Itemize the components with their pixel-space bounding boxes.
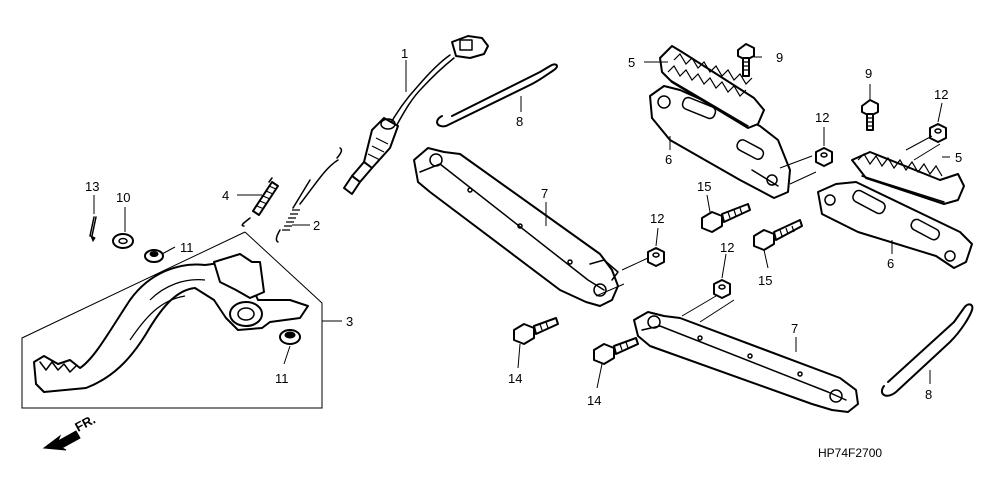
footpeg-rod-upper xyxy=(436,63,558,128)
callout-11-upper: 11 xyxy=(180,240,194,255)
footpeg-upper xyxy=(659,45,765,129)
callout-3: 3 xyxy=(346,314,353,329)
bolt-9-upper xyxy=(737,43,755,77)
callout-15-a: 15 xyxy=(697,179,711,194)
pivot-arm-center xyxy=(413,147,619,307)
callout-14-a: 14 xyxy=(508,371,522,386)
callout-5-right: 5 xyxy=(955,150,962,165)
callout-2: 2 xyxy=(313,218,320,233)
callout-9-upper: 9 xyxy=(776,50,783,65)
front-direction-indicator: FR. xyxy=(42,412,98,451)
pedal-assembly-bracket xyxy=(21,231,323,409)
brake-switch-spring xyxy=(275,147,343,243)
bolt-9-right xyxy=(861,99,879,131)
callout-15-b: 15 xyxy=(758,273,772,288)
callout-6-upper: 6 xyxy=(665,152,672,167)
pedal-washer xyxy=(112,233,134,249)
pivot-arm-lower xyxy=(633,311,859,413)
pedal-switch-plate xyxy=(213,253,265,299)
callout-12-d: 12 xyxy=(720,240,734,255)
footpeg-bracket-right xyxy=(817,181,973,269)
front-arrow-icon xyxy=(42,430,81,451)
leader-lines xyxy=(93,56,950,389)
callout-14-b: 14 xyxy=(587,393,601,408)
stop-switch-group xyxy=(343,35,489,195)
callout-5-upper: 5 xyxy=(628,55,635,70)
callout-8-lower: 8 xyxy=(925,387,932,402)
nut-12-d xyxy=(713,279,731,299)
footpeg-bracket-upper xyxy=(649,85,791,199)
stop-switch-wire xyxy=(387,54,451,129)
stop-switch-connector xyxy=(451,35,489,59)
callout-6-right: 6 xyxy=(887,256,894,271)
footpeg-rod-lower xyxy=(880,303,974,397)
spring-group xyxy=(241,147,343,243)
bolt-15-b xyxy=(753,219,803,251)
bolt-14-b xyxy=(593,337,639,365)
footpeg-right xyxy=(851,151,965,205)
nut-12-c xyxy=(647,247,665,267)
diagram-code: HP74F2700 xyxy=(818,446,882,460)
brake-spring-small xyxy=(241,177,273,227)
pedal-pivot-boss xyxy=(229,301,263,327)
callout-1: 1 xyxy=(401,46,408,61)
nut-12-b xyxy=(929,123,947,143)
callout-7-lower: 7 xyxy=(791,321,798,336)
callout-10: 10 xyxy=(116,190,130,205)
callout-13: 13 xyxy=(85,179,99,194)
cotter-pin xyxy=(89,216,97,237)
bolt-14-a xyxy=(513,317,559,345)
callout-12-c: 12 xyxy=(650,211,664,226)
callout-9-right: 9 xyxy=(865,66,872,81)
brake-pedal xyxy=(33,261,309,393)
callout-4: 4 xyxy=(222,188,229,203)
callout-labels: 1 2 3 4 5 5 6 6 7 7 8 8 9 9 10 11 11 12 … xyxy=(85,46,962,408)
callout-7-center: 7 xyxy=(541,186,548,201)
callout-12-a: 12 xyxy=(815,110,829,125)
bolt-15-a xyxy=(701,203,751,233)
callout-11-lower: 11 xyxy=(275,371,289,386)
callout-8-upper: 8 xyxy=(516,114,523,129)
nut-12-a xyxy=(815,147,833,167)
callout-12-b: 12 xyxy=(934,87,948,102)
brake-pedal-group xyxy=(21,216,323,409)
